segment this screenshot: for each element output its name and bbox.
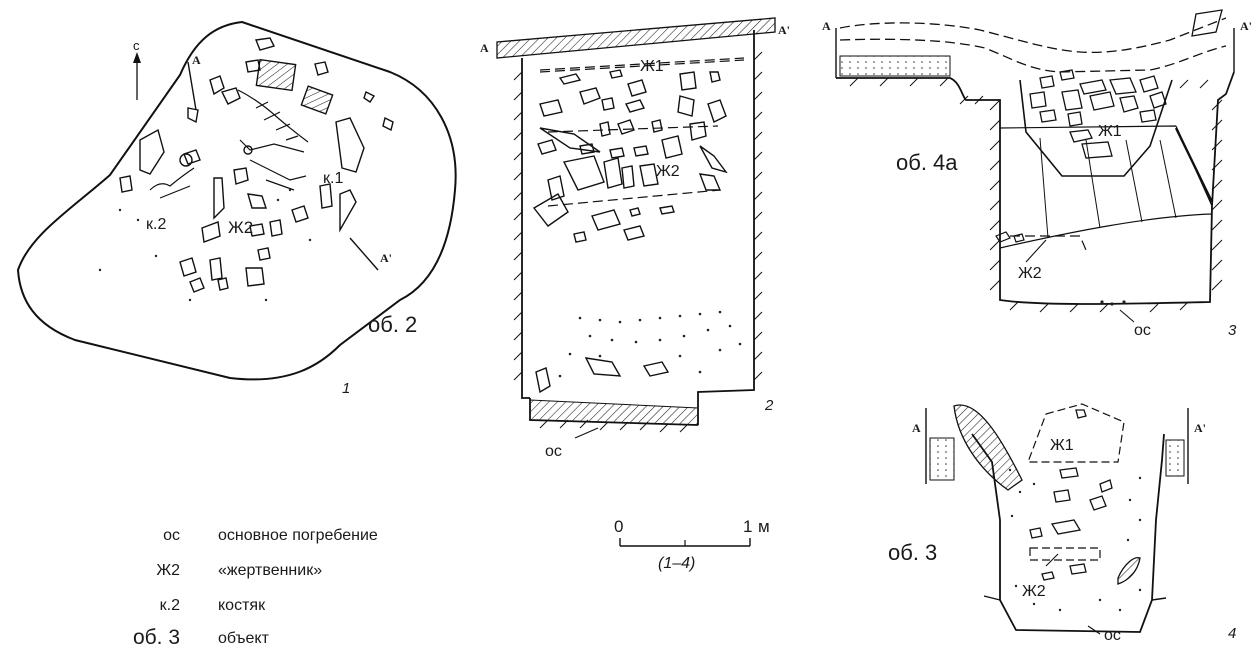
- north-label: с: [133, 38, 140, 53]
- plan-section-line-a: [187, 61, 197, 111]
- section2-label-a: A: [480, 41, 489, 55]
- section3-panel: A A': [822, 9, 1252, 339]
- scale-unit-label: м: [758, 517, 770, 536]
- scale-zero-label: 0: [614, 517, 623, 536]
- legend-abbr-burial: ос: [163, 527, 180, 544]
- scale-bar: 0 1 м (1–4): [614, 517, 770, 572]
- plan-section-label-a2: A': [380, 251, 392, 265]
- plan-object-label: об. 2: [368, 312, 417, 337]
- section2-stones: [532, 69, 728, 394]
- legend-def-altar: «жертвенник»: [218, 562, 323, 579]
- plan-stones: [119, 37, 394, 293]
- section2-label-a2: A': [778, 23, 790, 37]
- legend-abbr-altar: Ж2: [156, 562, 180, 579]
- legend-abbr-skeleton: к.2: [159, 597, 180, 614]
- section3-object-label: об. 4а: [896, 150, 958, 175]
- section3-wall-hatch: [849, 77, 1223, 313]
- section4-panel: A A' Ж1 Ж2 ос об. 3: [888, 403, 1236, 644]
- section4-label-a2: A': [1194, 421, 1206, 435]
- plan-section-line-a2: [349, 237, 379, 271]
- section3-stones: [1029, 9, 1223, 159]
- legend-def-skeleton: костяк: [218, 597, 266, 614]
- panel-number-3: 3: [1228, 322, 1237, 339]
- section4-dots: [1008, 468, 1142, 612]
- section4-label-a: A: [912, 421, 921, 435]
- legend-abbr-object: об. 3: [132, 626, 180, 649]
- scale-caption: (1–4): [658, 555, 695, 572]
- panel-number-2: 2: [764, 397, 774, 414]
- panel-number-1: 1: [342, 380, 350, 397]
- section3-label-a2: A': [1240, 19, 1252, 33]
- plan-dots: [98, 188, 312, 302]
- panel-number-4: 4: [1228, 625, 1236, 642]
- plan-skeleton1-label: к.1: [323, 170, 343, 187]
- scale-one-label: 1: [743, 517, 752, 536]
- section3-altar2-label: Ж2: [1018, 265, 1042, 282]
- section2-dots: [558, 310, 742, 378]
- section3-burial-label: ос: [1134, 322, 1151, 339]
- section3-altar1-label: Ж1: [1098, 123, 1122, 140]
- plan-panel: с A A': [16, 20, 457, 397]
- legend-def-object: объект: [218, 630, 269, 647]
- section2-panel: A A': [480, 17, 790, 460]
- section2-burial-label: ос: [545, 443, 562, 460]
- plan-skeleton2-label: к.2: [146, 216, 166, 233]
- section3-lines: [1039, 137, 1177, 239]
- section4-burial-label: ос: [1104, 627, 1121, 644]
- section2-altar1-label: Ж1: [640, 58, 664, 75]
- plan-section-label-a: A: [192, 53, 201, 67]
- section2-altar2-label: Ж2: [656, 163, 680, 180]
- plan-altar-label: Ж2: [228, 218, 253, 237]
- plan-outline: [16, 20, 457, 381]
- section4-object-label: об. 3: [888, 540, 937, 565]
- section2-wall-hatch: [513, 51, 763, 433]
- legend-def-burial: основное погребение: [218, 527, 378, 544]
- north-arrow-head-icon: [133, 52, 141, 63]
- section4-altar1-label: Ж1: [1050, 437, 1074, 454]
- section4-stones: [1029, 409, 1113, 581]
- section4-altar2-label: Ж2: [1022, 583, 1046, 600]
- section3-label-a: A: [822, 19, 831, 33]
